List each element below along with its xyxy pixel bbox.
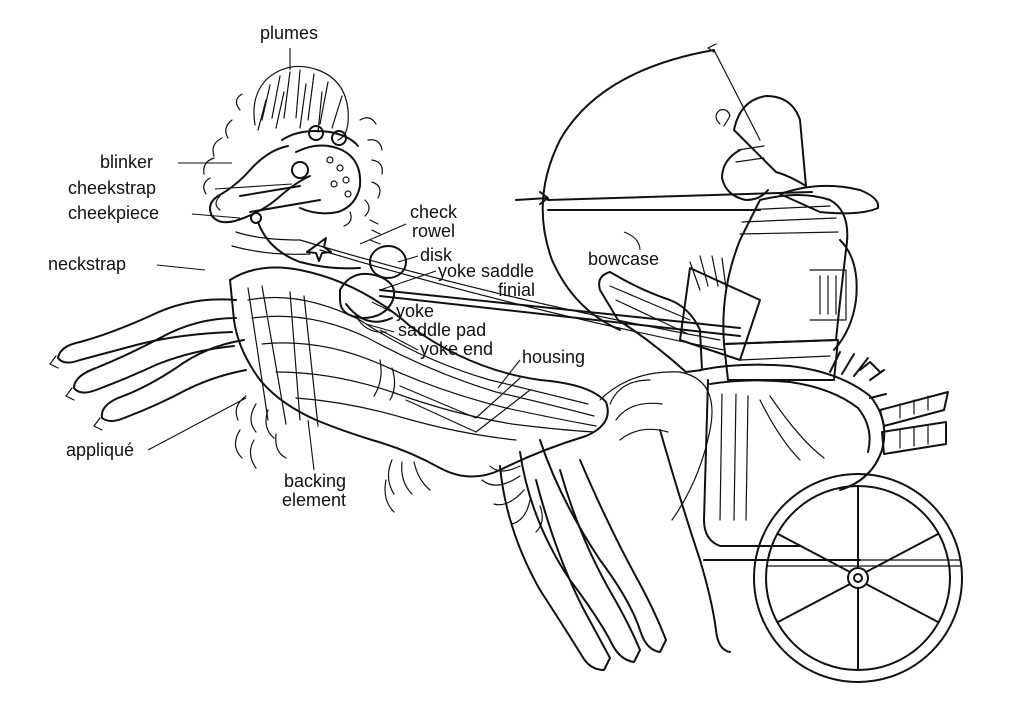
label-check-rowel-line2: rowel bbox=[412, 221, 456, 241]
leader-cheekpiece bbox=[191, 213, 241, 219]
label-backing-element-line1: backing bbox=[284, 471, 347, 491]
label-backing-element-line2: element bbox=[282, 490, 347, 510]
label-plumes: plumes bbox=[260, 23, 319, 43]
horse-body-drawing bbox=[229, 266, 609, 478]
horse-front-legs-drawing bbox=[49, 298, 247, 431]
label-check-rowel-line1: check bbox=[410, 202, 458, 222]
leader-bowcase bbox=[623, 231, 641, 251]
plumes-drawing bbox=[253, 65, 359, 147]
label-check-rowel: check rowel bbox=[410, 203, 457, 241]
leader-cheekstrap bbox=[214, 183, 293, 190]
label-bowcase: bowcase bbox=[588, 249, 660, 269]
applique-drawing bbox=[234, 359, 431, 513]
label-yoke-saddle-finial: yoke saddle finial bbox=[438, 262, 535, 300]
chariot-body-drawing bbox=[699, 351, 949, 561]
label-housing: housing bbox=[522, 347, 586, 367]
label-disk: disk bbox=[420, 245, 453, 265]
leader-disk bbox=[397, 255, 419, 263]
label-yoke-saddle-finial-line2: finial bbox=[498, 280, 536, 300]
pharaoh-drawing bbox=[515, 95, 880, 381]
horse-hind-legs-drawing bbox=[481, 371, 731, 671]
chariot-wheel-drawing bbox=[753, 473, 963, 683]
label-yoke-saddle-finial-line1: yoke saddle bbox=[438, 261, 535, 281]
mane-drawing bbox=[203, 93, 383, 227]
leader-neckstrap bbox=[156, 264, 206, 271]
label-cheekpiece: cheekpiece bbox=[68, 203, 160, 223]
label-cheekstrap: cheekstrap bbox=[68, 178, 157, 198]
leader-yoke-saddle-finial bbox=[379, 270, 437, 291]
leader-lines bbox=[147, 48, 641, 471]
leader-check-rowel bbox=[359, 223, 407, 245]
label-applique: appliqué bbox=[66, 440, 135, 460]
leader-yoke-end bbox=[379, 329, 419, 351]
label-blinker: blinker bbox=[100, 152, 154, 172]
leader-applique bbox=[147, 397, 247, 451]
label-yoke: yoke bbox=[396, 301, 435, 321]
reins-drawing bbox=[299, 239, 725, 351]
label-saddle-pad: saddle pad bbox=[398, 320, 487, 340]
horse-heads-drawing bbox=[209, 144, 381, 270]
label-yoke-end: yoke end bbox=[420, 339, 494, 359]
bowcase-drawing bbox=[598, 255, 761, 373]
label-backing-element: backing element bbox=[282, 472, 346, 510]
label-neckstrap: neckstrap bbox=[48, 254, 127, 274]
leader-saddle-pad bbox=[365, 323, 395, 333]
leader-backing-element bbox=[307, 419, 315, 471]
bow-drawing bbox=[541, 43, 761, 331]
